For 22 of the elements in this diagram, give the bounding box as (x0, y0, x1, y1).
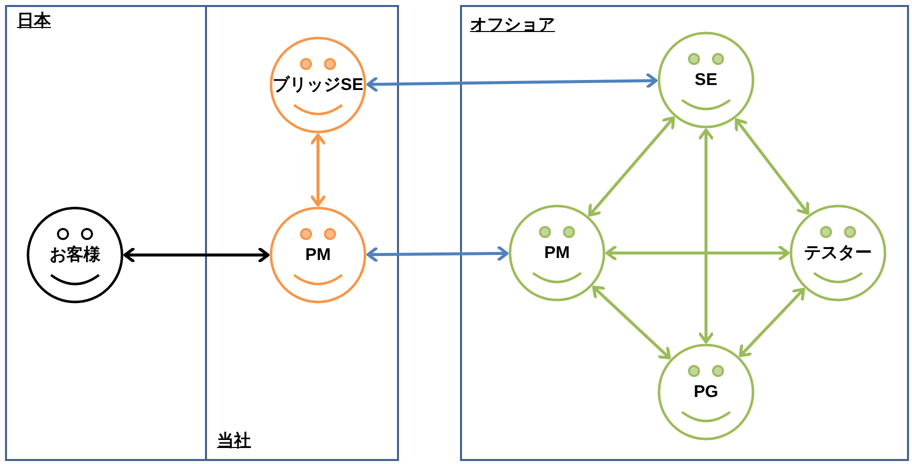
connector-arrow (738, 288, 806, 358)
connector-arrow (606, 246, 790, 260)
connector-arrow (124, 248, 270, 262)
connector-arrow (588, 116, 675, 217)
person-name: PM (543, 243, 571, 263)
region-box (460, 5, 909, 461)
connector-arrow (366, 73, 658, 92)
person-name: PG (692, 382, 720, 402)
connector-arrow (310, 134, 326, 206)
person-name: ブリッジSE (272, 75, 364, 95)
person-name: テスター (803, 243, 873, 263)
region-box (5, 5, 399, 461)
connector-arrow (366, 246, 508, 262)
person-name: SE (694, 70, 718, 90)
person-name: PM (304, 245, 332, 265)
region-label: オフショア (470, 15, 555, 35)
region-label: 日本 (17, 11, 51, 31)
region-label: 当社 (217, 431, 251, 451)
connector-arrow (592, 286, 671, 360)
connector-arrow (734, 118, 810, 215)
connector-arrow (698, 128, 714, 344)
person-name: お客様 (48, 245, 102, 265)
